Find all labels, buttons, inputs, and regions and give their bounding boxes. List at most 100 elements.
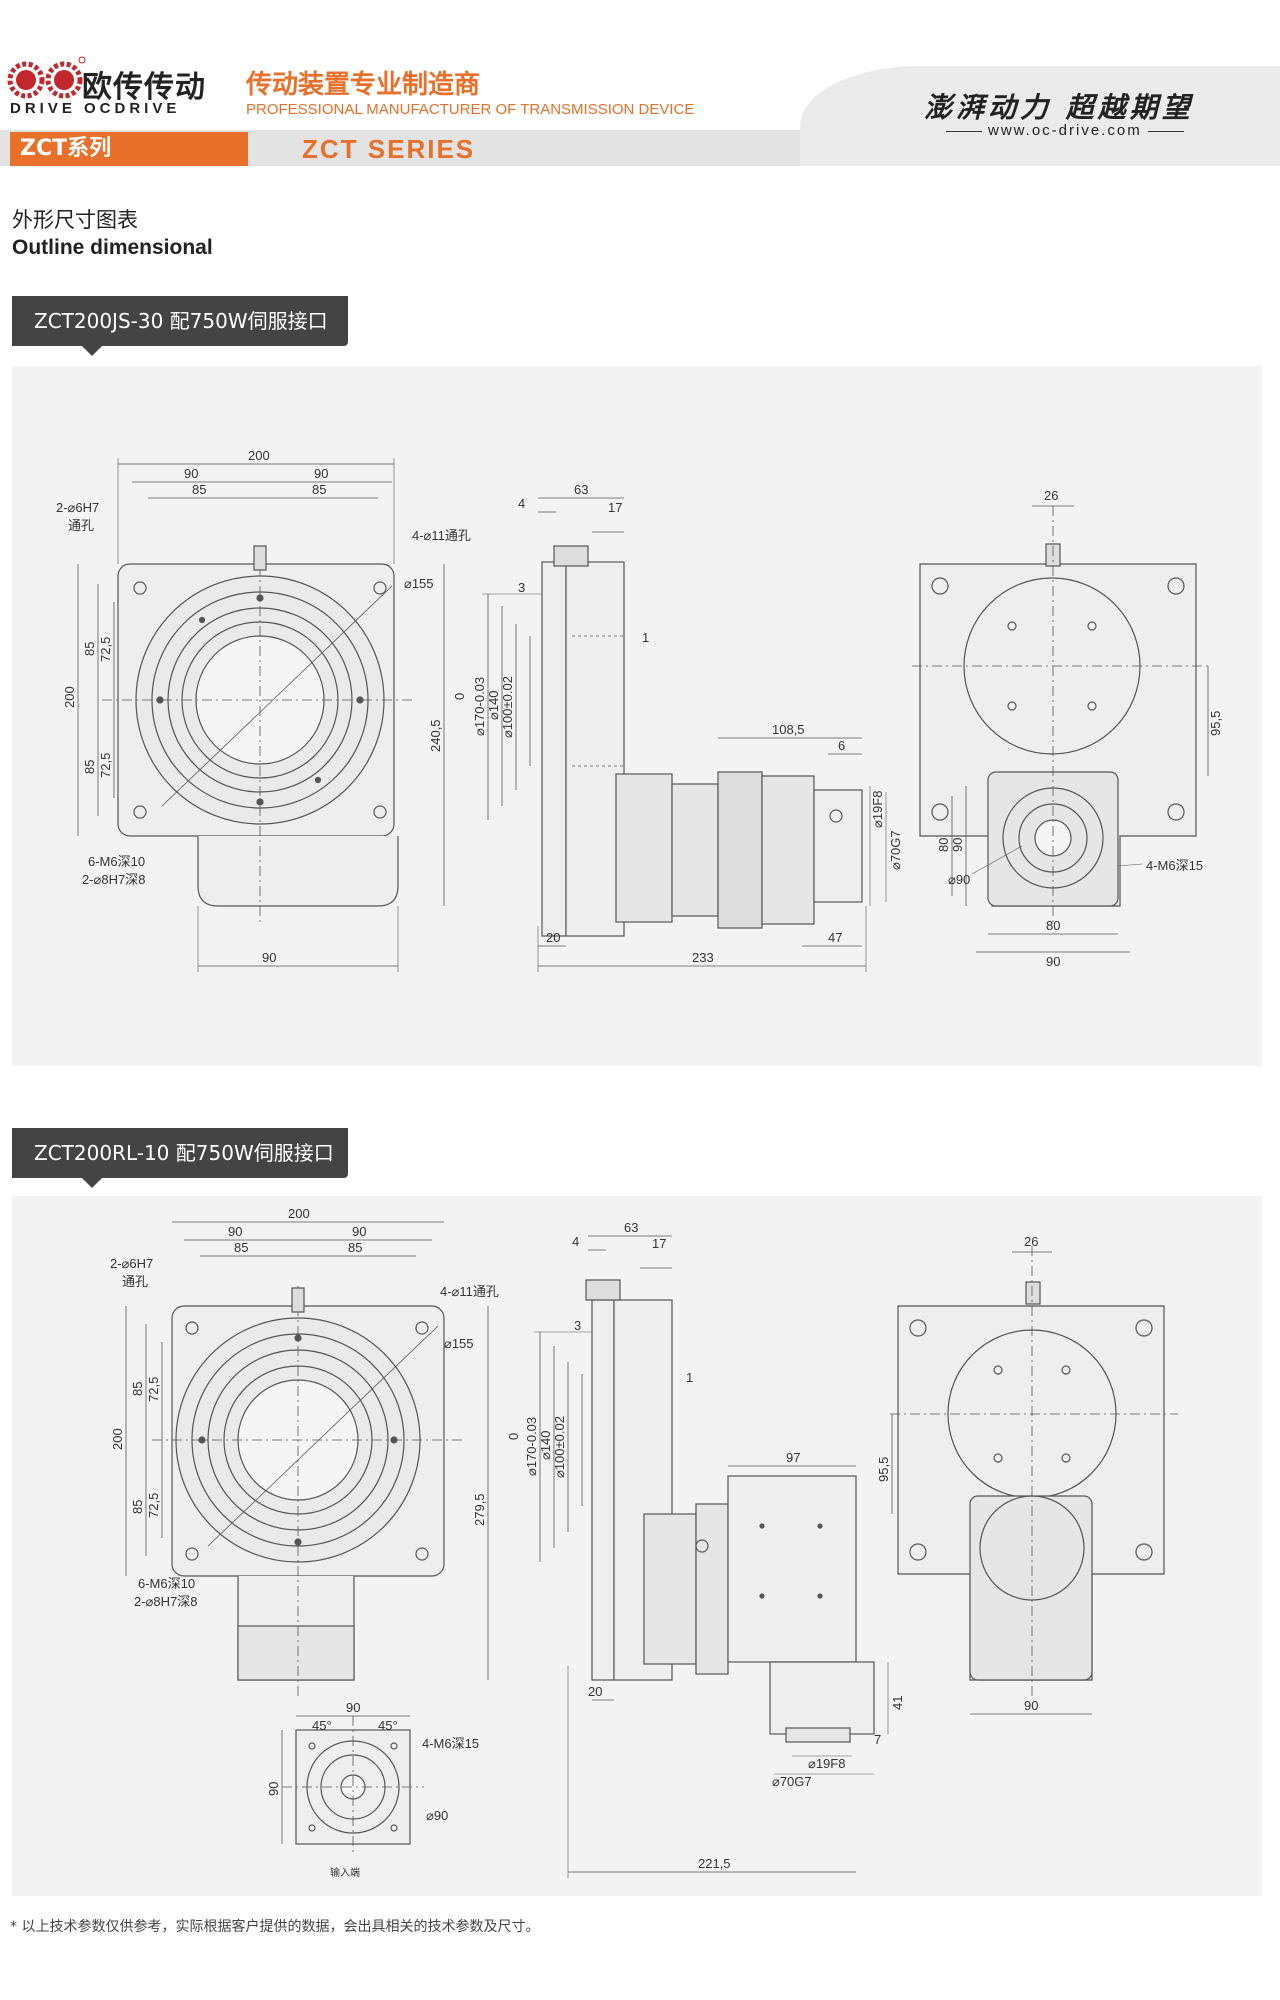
dim-label: 26 bbox=[1044, 488, 1058, 503]
dim-label: 63 bbox=[624, 1220, 638, 1235]
hole-callout: 4-⌀11通孔 bbox=[440, 1284, 499, 1299]
outline-drawing-2: 200 90 90 85 85 2-⌀6H7 通孔 4-⌀11通孔 ⌀155 2… bbox=[110, 1206, 1178, 1879]
side-view-1 bbox=[482, 497, 887, 972]
dia-label: ⌀170-0.03 bbox=[472, 677, 487, 736]
dia-label: ⌀90 bbox=[948, 872, 970, 887]
dia-label: ⌀155 bbox=[404, 576, 434, 591]
dim-label: 90 bbox=[266, 1782, 281, 1796]
page-header: 欧传传动 DRIVE OCDRIVE 传动装置专业制造商 PROFESSIONA… bbox=[0, 0, 1280, 170]
dim-label: 4 bbox=[518, 496, 525, 511]
front-view-1 bbox=[77, 458, 445, 972]
tagline-cn: 传动装置专业制造商 bbox=[246, 70, 481, 100]
website-link[interactable]: www.oc-drive.com bbox=[940, 122, 1190, 139]
dim-label: 0 bbox=[452, 693, 467, 700]
outline-drawing-1: 200 90 90 85 85 2-⌀6H7 通孔 4-⌀11通孔 ⌀155 2… bbox=[56, 448, 1223, 972]
bottom-view-2-labels: 90 90 45° 45° 4-M6深15 ⌀90 输入端 bbox=[266, 1700, 479, 1879]
thread-callout: 4-M6深15 bbox=[1146, 858, 1203, 873]
dim-label: 200 bbox=[288, 1206, 310, 1221]
right-view-2-labels: 26 95,5 90 bbox=[876, 1234, 1038, 1713]
section-title-cn: 外形尺寸图表 bbox=[12, 208, 138, 232]
dia-label: ⌀90 bbox=[426, 1808, 448, 1823]
dia-label: ⌀19F8 bbox=[870, 791, 885, 828]
dia-label: ⌀70G7 bbox=[888, 830, 903, 870]
series-tab[interactable]: ZCT系列 bbox=[10, 132, 248, 166]
dim-label: 85 bbox=[192, 482, 206, 497]
side-view-2-labels: 63 4 17 3 1 0 ⌀170-0.03 ⌀140 ⌀100±0.02 9… bbox=[506, 1220, 905, 1871]
right-view-2 bbox=[890, 1246, 1178, 1715]
dim-label: 233 bbox=[692, 950, 714, 965]
input-note: 输入端 bbox=[330, 1866, 360, 1879]
dim-label: 200 bbox=[248, 448, 270, 463]
dim-label: 0 bbox=[506, 1433, 521, 1440]
dim-label: 80 bbox=[1046, 918, 1060, 933]
dim-label: 72,5 bbox=[98, 753, 113, 778]
dim-label: 90 bbox=[262, 950, 276, 965]
dim-label: 240,5 bbox=[428, 719, 443, 752]
dim-label: 90 bbox=[184, 466, 198, 481]
dim-label: 200 bbox=[110, 1428, 125, 1450]
dim-label: 90 bbox=[228, 1224, 242, 1239]
dia-label: ⌀140 bbox=[538, 1430, 553, 1460]
dim-label: 80 bbox=[936, 838, 951, 852]
dim-label: 85 bbox=[312, 482, 326, 497]
dia-label: ⌀155 bbox=[444, 1336, 474, 1351]
footnote: * 以上技术参数仅供参考，实际根据客户提供的数据，会出具相关的技术参数及尺寸。 bbox=[10, 1919, 540, 1935]
dim-label: 90 bbox=[314, 466, 328, 481]
dim-label: 90 bbox=[1024, 1698, 1038, 1713]
front-view-2 bbox=[125, 1221, 489, 1696]
dim-label: 85 bbox=[82, 642, 97, 656]
side-view-1-labels: 63 4 17 3 1 0 ⌀170-0.03 ⌀140 ⌀100±0.02 1… bbox=[452, 482, 903, 965]
dim-label: 20 bbox=[546, 930, 560, 945]
right-view-1-labels: 26 95,5 80 90 ⌀90 4-M6深15 80 90 bbox=[936, 488, 1223, 969]
hole-callout-note: 通孔 bbox=[122, 1274, 148, 1289]
dim-label: 279,5 bbox=[472, 1493, 487, 1526]
tagline-en: PROFESSIONAL MANUFACTURER OF TRANSMISSIO… bbox=[246, 101, 695, 118]
dim-label: 63 bbox=[574, 482, 588, 497]
brand-name-cn: 欧传传动 bbox=[82, 70, 206, 105]
dim-label: 72,5 bbox=[146, 1377, 161, 1402]
thread-callout: 4-M6深15 bbox=[422, 1736, 479, 1751]
dia-label: ⌀100±0.02 bbox=[552, 1416, 567, 1478]
dim-label: 3 bbox=[518, 580, 525, 595]
dim-label: 95,5 bbox=[1208, 711, 1223, 736]
hole-callout-note: 通孔 bbox=[68, 518, 94, 533]
dim-label: 97 bbox=[786, 1450, 800, 1465]
model-label-1: ZCT200JS-30 配750W伺服接口 bbox=[12, 296, 348, 356]
dia-label: ⌀140 bbox=[486, 690, 501, 720]
dim-label: 85 bbox=[130, 1382, 145, 1396]
right-view-1 bbox=[912, 505, 1212, 953]
dim-label: 20 bbox=[588, 1684, 602, 1699]
slogan: 澎湃动力 超越期望 bbox=[924, 91, 1194, 124]
dim-label: 47 bbox=[828, 930, 842, 945]
dia-label: ⌀70G7 bbox=[772, 1774, 812, 1789]
dim-label: 72,5 bbox=[98, 637, 113, 662]
thread-callout: 6-M6深10 bbox=[138, 1576, 195, 1591]
front-view-2-labels: 200 90 90 85 85 2-⌀6H7 通孔 4-⌀11通孔 ⌀155 2… bbox=[110, 1206, 499, 1609]
hole-callout: 4-⌀11通孔 bbox=[412, 528, 471, 543]
header-curve bbox=[800, 66, 1280, 166]
dim-label: 26 bbox=[1024, 1234, 1038, 1249]
section-title-en: Outline dimensional bbox=[12, 236, 213, 259]
bottom-view-2 bbox=[281, 1715, 424, 1856]
dim-label: 90 bbox=[352, 1224, 366, 1239]
dim-label: 7 bbox=[874, 1732, 881, 1747]
dim-label: 1 bbox=[686, 1370, 693, 1385]
pin-callout: 2-⌀8H7深8 bbox=[134, 1594, 197, 1609]
model-label-2: ZCT200RL-10 配750W伺服接口 bbox=[12, 1128, 348, 1188]
dim-label: 85 bbox=[130, 1500, 145, 1514]
dim-label: 4 bbox=[572, 1234, 579, 1249]
drawing-panel-1: 200 90 90 85 85 2-⌀6H7 通孔 4-⌀11通孔 ⌀155 2… bbox=[12, 366, 1262, 1066]
dim-label: 17 bbox=[608, 500, 622, 515]
dia-label: ⌀100±0.02 bbox=[500, 676, 515, 738]
hole-callout: 2-⌀6H7 bbox=[56, 500, 99, 515]
dim-label: 95,5 bbox=[876, 1457, 891, 1482]
dim-label: 1 bbox=[642, 630, 649, 645]
thread-callout: 6-M6深10 bbox=[88, 854, 145, 869]
pin-callout: 2-⌀8H7深8 bbox=[82, 872, 145, 887]
dia-label: ⌀170-0.03 bbox=[524, 1417, 539, 1476]
drawing-panel-2: 200 90 90 85 85 2-⌀6H7 通孔 4-⌀11通孔 ⌀155 2… bbox=[12, 1196, 1262, 1896]
dim-label: 6 bbox=[838, 738, 845, 753]
dim-label: 200 bbox=[62, 686, 77, 708]
hole-callout: 2-⌀6H7 bbox=[110, 1256, 153, 1271]
dim-label: 41 bbox=[890, 1696, 905, 1710]
